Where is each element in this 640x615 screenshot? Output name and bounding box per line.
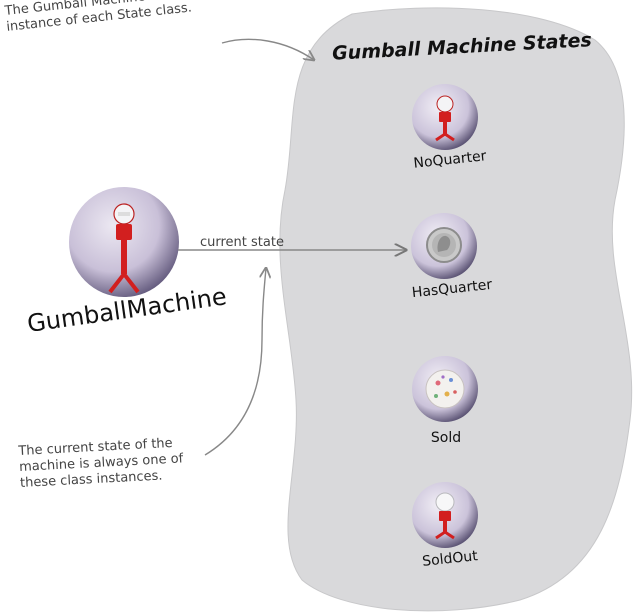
state-node-soldout: [412, 482, 478, 548]
states-panel: [279, 7, 633, 612]
gumball-icon: [425, 369, 465, 409]
note-bottom: The current state of the machine is alwa…: [18, 435, 184, 491]
context-node: [69, 187, 179, 297]
state-node-hasquarter: [411, 213, 477, 279]
note-bottom-arrow: [204, 268, 266, 456]
state-label-soldout: SoldOut: [422, 548, 479, 570]
current-state-label: current state: [200, 235, 284, 250]
gumball-machine-icon: [435, 95, 455, 142]
state-label-noquarter: NoQuarter: [413, 148, 488, 172]
note-top-arrow: [221, 38, 314, 60]
state-label-sold: Sold: [431, 430, 461, 446]
empty-gumball-machine-icon: [435, 492, 455, 540]
state-node-noquarter: [412, 84, 478, 150]
state-node-sold: [412, 356, 478, 422]
quarter-coin-icon: [426, 227, 462, 263]
gumball-machine-icon: [108, 203, 140, 294]
